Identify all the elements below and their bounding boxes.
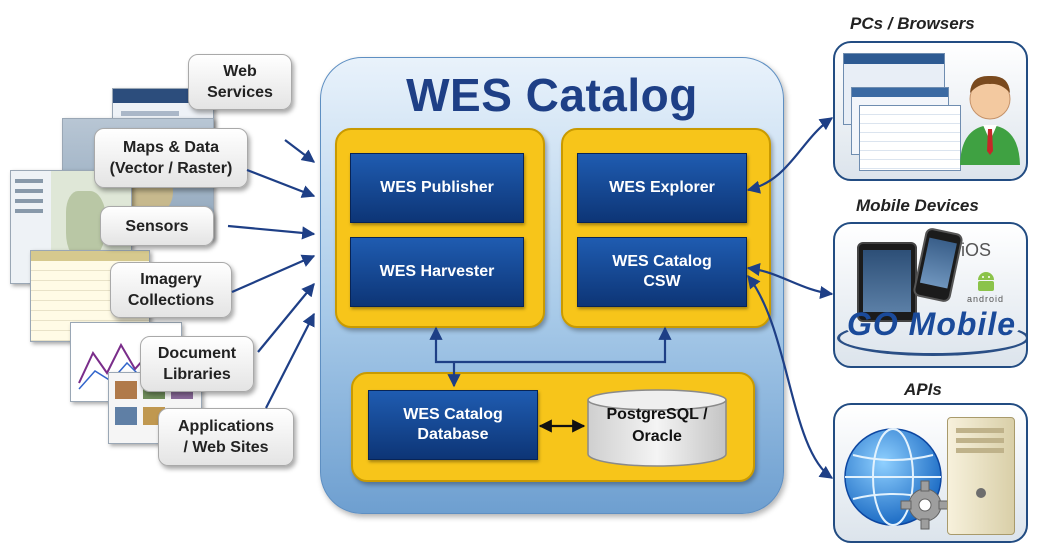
gear-icon <box>900 480 950 530</box>
arrow-sensors <box>227 224 316 240</box>
source-web-services: Web Services <box>188 54 292 110</box>
android-label: android <box>967 294 1005 304</box>
database-cylinder-icon <box>587 389 727 467</box>
go-mobile-swoosh-icon <box>837 320 1026 356</box>
server-icon <box>947 417 1015 535</box>
arrow-publishing-to-database <box>429 326 672 364</box>
arrow-maps-data <box>246 168 316 198</box>
android-icon <box>978 272 994 291</box>
wes-harvester-box: WES Harvester <box>350 237 524 307</box>
pcs-browsers-panel <box>833 41 1028 181</box>
browser-window-front <box>859 105 961 171</box>
storage-label: PostgreSQL / Oracle <box>606 406 708 445</box>
arrow-csw-apis <box>747 274 834 479</box>
source-applications-web-sites: Applications / Web Sites <box>158 408 294 466</box>
mobile-devices-panel: iOS android GO Mobile <box>833 222 1028 368</box>
arrow-csw-mobile <box>746 262 834 300</box>
ios-label: iOS <box>961 240 992 260</box>
source-maps-data: Maps & Data (Vector / Raster) <box>94 128 248 188</box>
user-icon <box>960 75 1020 165</box>
apis-label: APIs <box>904 380 942 399</box>
arrow-applications <box>265 312 315 409</box>
mobile-devices-label: Mobile Devices <box>856 196 979 215</box>
wes-publisher-box: WES Publisher <box>350 153 524 223</box>
wes-catalog-csw-box: WES Catalog CSW <box>577 237 747 307</box>
source-document-libraries: Document Libraries <box>140 336 254 392</box>
arrow-documents <box>257 282 315 353</box>
arrow-imagery <box>231 254 316 294</box>
apis-panel <box>833 403 1028 543</box>
wes-explorer-box: WES Explorer <box>577 153 747 223</box>
source-imagery-collections: Imagery Collections <box>110 262 232 318</box>
catalog-title: WES Catalog <box>406 69 698 121</box>
pcs-browsers-label: PCs / Browsers <box>850 14 975 33</box>
arrow-explorer-pcs <box>746 117 834 194</box>
wes-catalog-database-box: WES Catalog Database <box>368 390 538 460</box>
go-mobile-logo: GO Mobile <box>847 306 1016 342</box>
tablet-device <box>857 242 917 322</box>
arrow-web-services <box>284 139 316 163</box>
source-sensors: Sensors <box>100 206 214 246</box>
